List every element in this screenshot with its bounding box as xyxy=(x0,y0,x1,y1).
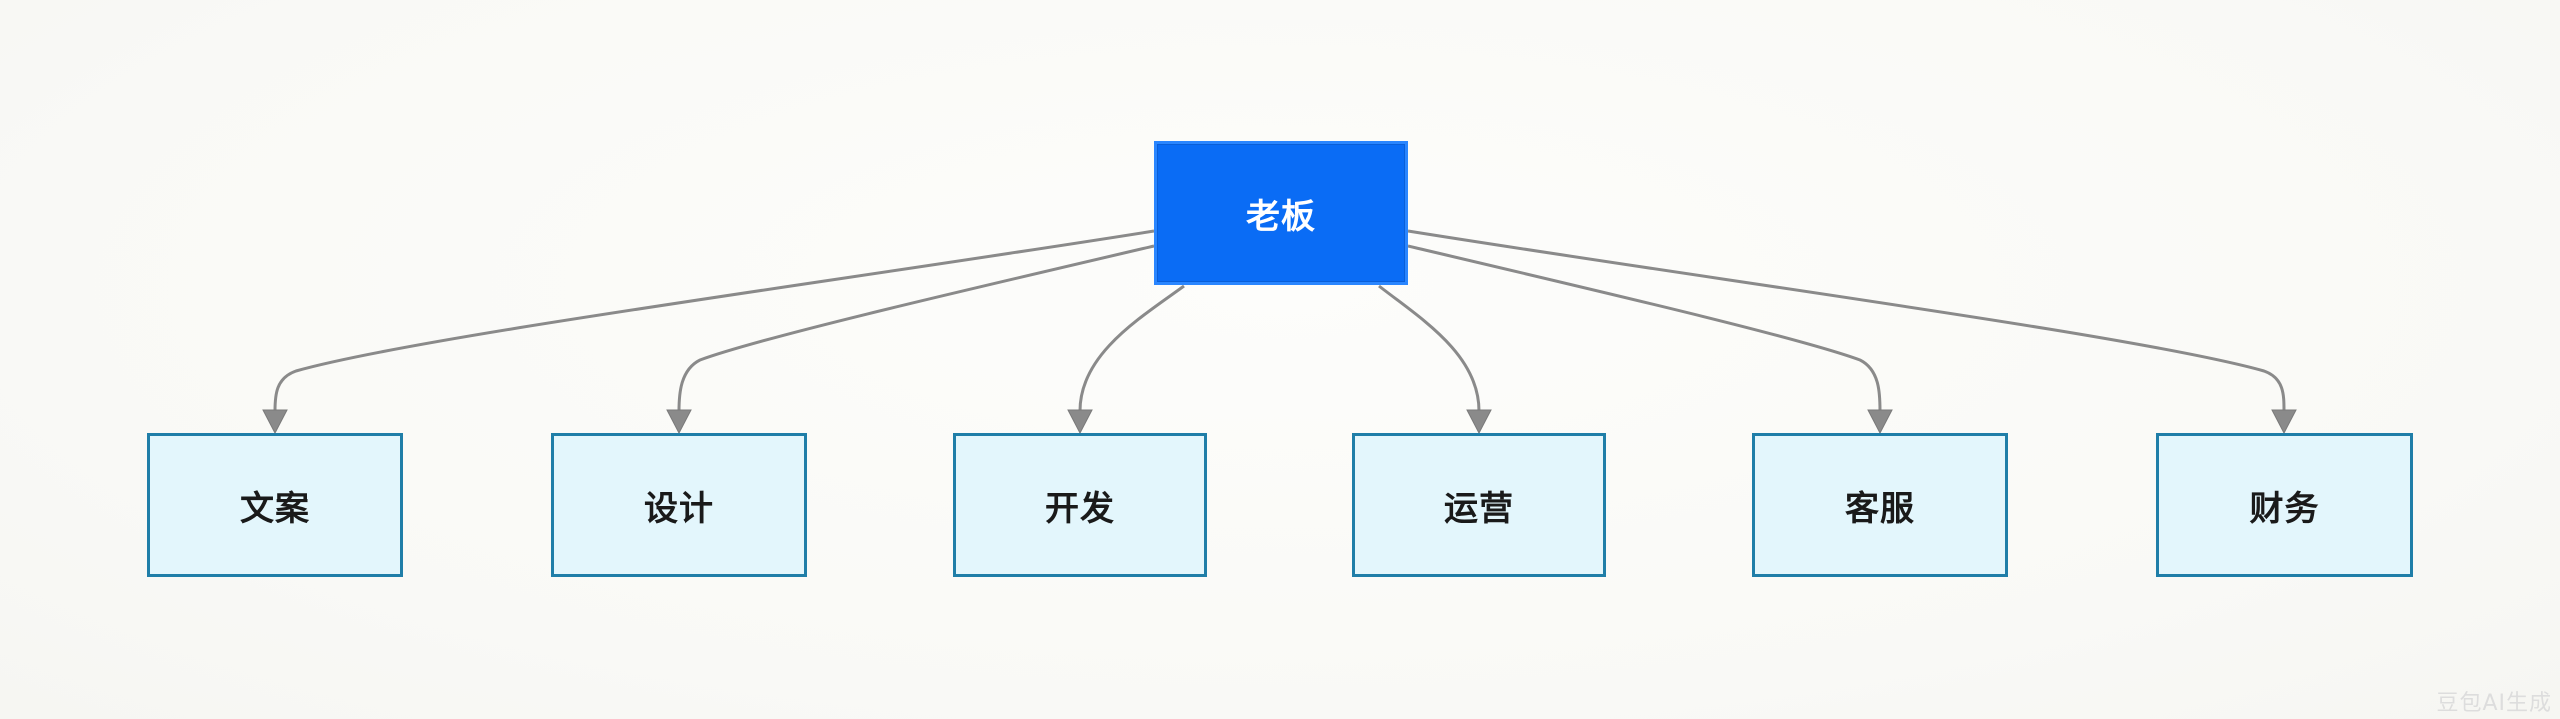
root-node-boss: 老板 xyxy=(1154,141,1408,285)
edge-root-to-child-2 xyxy=(677,244,1155,412)
child-node-label: 运营 xyxy=(1444,488,1514,529)
arrowhead-child-3 xyxy=(1067,409,1093,435)
edge-root-to-child-6 xyxy=(1407,229,2286,412)
child-node-label: 设计 xyxy=(644,488,714,529)
child-node-label: 客服 xyxy=(1845,488,1915,529)
arrowhead-child-5 xyxy=(1867,409,1893,435)
root-node-label: 老板 xyxy=(1246,196,1316,237)
edge-root-to-child-5 xyxy=(1407,244,1882,412)
child-node-label: 开发 xyxy=(1045,488,1115,529)
arrowhead-child-1 xyxy=(262,409,288,435)
child-node-operations: 运营 xyxy=(1352,433,1606,577)
child-node-copywriting: 文案 xyxy=(147,433,403,577)
arrowhead-child-6 xyxy=(2271,409,2297,435)
watermark: 豆包AI生成 xyxy=(2436,691,2552,716)
child-node-development: 开发 xyxy=(953,433,1207,577)
edge-root-to-child-4 xyxy=(1378,284,1481,412)
arrowhead-child-4 xyxy=(1466,409,1492,435)
child-node-design: 设计 xyxy=(551,433,807,577)
child-node-customer-service: 客服 xyxy=(1752,433,2008,577)
child-node-label: 文案 xyxy=(240,488,310,529)
arrowhead-child-2 xyxy=(666,409,692,435)
edge-root-to-child-3 xyxy=(1078,284,1185,412)
edge-root-to-child-1 xyxy=(273,229,1155,412)
child-node-finance: 财务 xyxy=(2156,433,2413,577)
child-node-label: 财务 xyxy=(2249,488,2320,529)
